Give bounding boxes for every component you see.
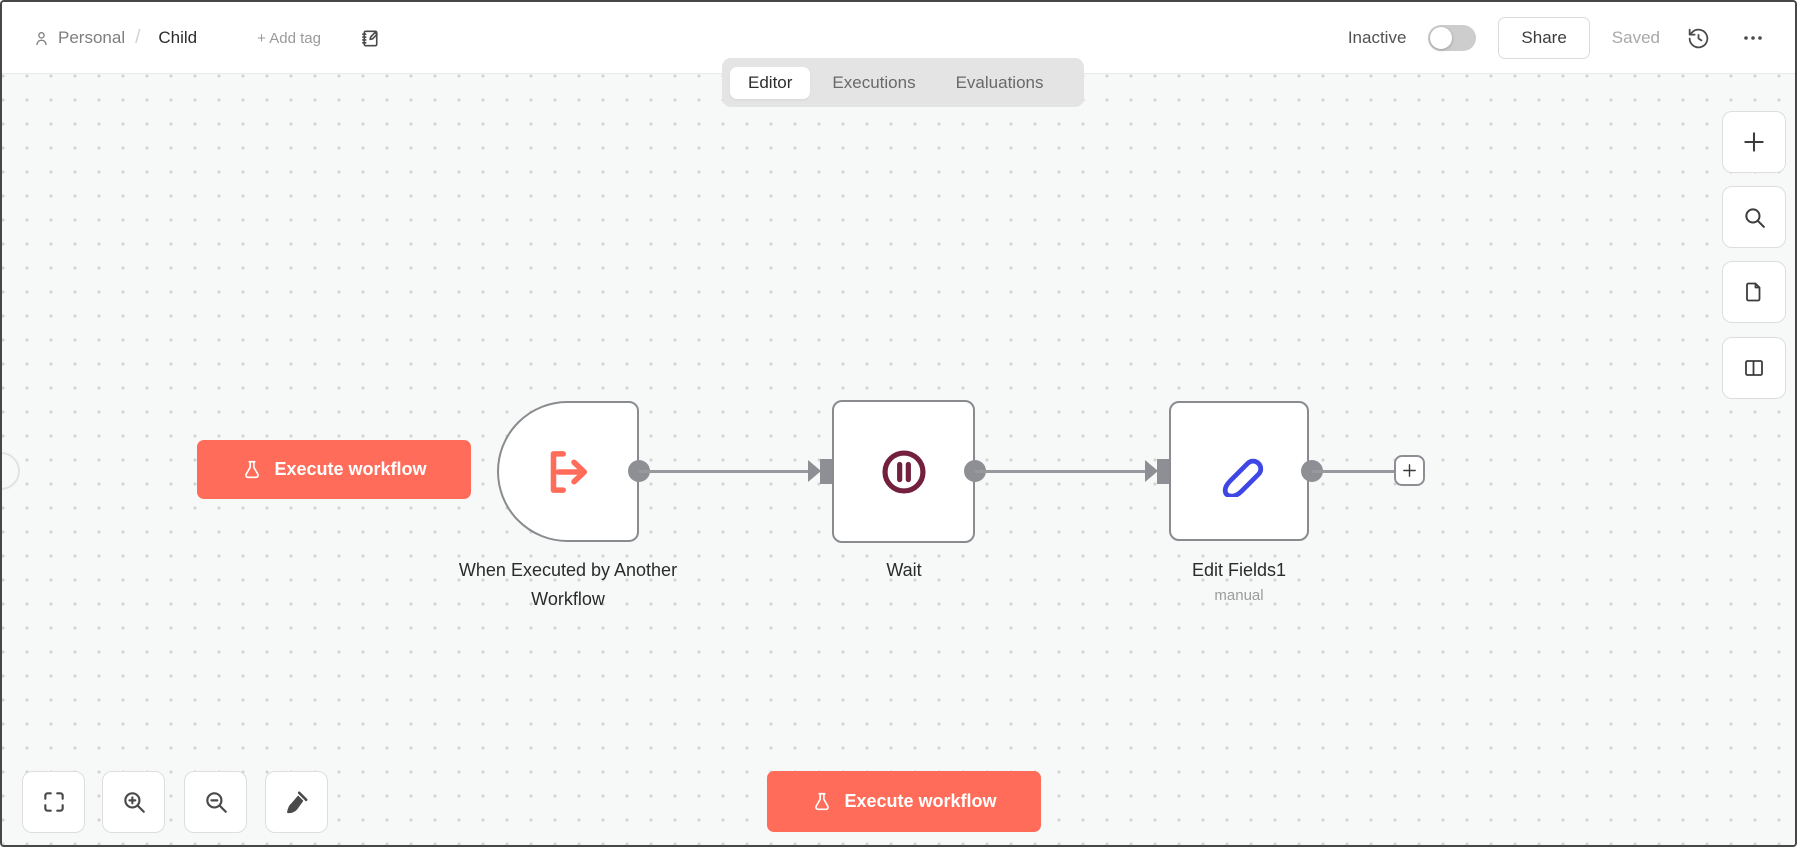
breadcrumb: Personal / Child + Add tag	[32, 2, 382, 74]
workflow-history-button[interactable]	[1682, 22, 1715, 55]
zoom-out-icon	[205, 792, 227, 813]
workflow-title[interactable]: Child	[158, 28, 198, 47]
tab-editor[interactable]: Editor	[730, 66, 811, 99]
node-edit-fields1[interactable]	[1169, 401, 1309, 541]
panel-icon	[1745, 360, 1763, 376]
plus-icon	[1403, 464, 1416, 477]
pen-icon	[1222, 458, 1264, 497]
tab-evaluations[interactable]: Evaluations	[955, 72, 1044, 92]
activation-status-label: Inactive	[1347, 28, 1407, 47]
fit-view-button[interactable]	[22, 771, 85, 833]
execute-workflow-label: Execute workflow	[274, 459, 427, 479]
zoom-out-button[interactable]	[184, 771, 247, 833]
workflow-canvas[interactable]: Execute workflow When Executed by Anothe…	[2, 74, 1795, 845]
node-label-wait: Wait	[886, 560, 922, 580]
plus-icon	[1744, 132, 1764, 152]
zoom-in-icon	[123, 792, 145, 813]
flask-icon	[815, 792, 830, 810]
workflow-trigger-icon	[550, 450, 588, 493]
add-tag-button[interactable]: + Add tag	[257, 29, 321, 47]
execute-workflow-label: Execute workflow	[844, 791, 997, 811]
node-label-trigger: When Executed by Another Workflow	[458, 560, 678, 609]
tidy-up-icon	[286, 791, 308, 814]
more-icon	[1744, 36, 1762, 40]
input-arrow-edit	[1145, 460, 1158, 482]
connection-trigger-to-wait[interactable]	[639, 469, 808, 473]
flask-icon	[245, 460, 260, 478]
pause-circle-icon	[881, 449, 926, 494]
zoom-in-button[interactable]	[102, 771, 165, 833]
node-when-executed-by-another-workflow[interactable]	[497, 401, 639, 542]
execute-workflow-button[interactable]: Execute workflow	[197, 440, 471, 499]
execute-workflow-button-bottom[interactable]: Execute workflow	[767, 771, 1041, 832]
add-connected-node-button[interactable]	[1394, 455, 1425, 486]
page-icon	[1746, 282, 1761, 302]
workflow-note-button[interactable]	[359, 27, 382, 50]
add-sticky-note-button[interactable]	[1722, 261, 1786, 323]
connection-edit-to-add	[1312, 470, 1394, 473]
search-icon	[1744, 207, 1765, 228]
node-subtitle-edit-fields1: manual	[1214, 587, 1264, 604]
history-icon	[1688, 28, 1709, 48]
view-tabs: Editor Executions Evaluations	[722, 58, 1084, 107]
more-options-button[interactable]	[1737, 22, 1769, 54]
project-label: Personal	[58, 28, 126, 47]
user-icon	[36, 31, 47, 45]
input-port-edit[interactable]	[1157, 458, 1169, 484]
toggle-panel-button[interactable]	[1722, 337, 1786, 399]
input-port-wait[interactable]	[820, 458, 832, 484]
fit-view-icon	[43, 792, 64, 812]
share-button[interactable]: Share	[1498, 17, 1590, 59]
note-edit-icon	[361, 29, 378, 47]
header-actions: Inactive Share Saved	[1348, 2, 1769, 74]
node-label-edit-fields1: Edit Fields1	[1191, 560, 1287, 580]
breadcrumb-separator: /	[135, 27, 141, 48]
node-wait[interactable]	[832, 400, 975, 543]
breadcrumb-project[interactable]: Personal	[32, 28, 125, 48]
input-arrow-wait	[808, 460, 821, 482]
tidy-up-button[interactable]	[265, 771, 328, 833]
connection-wait-to-edit[interactable]	[975, 469, 1145, 473]
search-nodes-button[interactable]	[1722, 186, 1786, 248]
toggle-knob	[1430, 27, 1453, 49]
add-node-button[interactable]	[1722, 111, 1786, 173]
left-panel-handle[interactable]	[2, 452, 20, 490]
activation-toggle[interactable]	[1428, 25, 1477, 51]
tab-executions[interactable]: Executions	[832, 72, 916, 92]
save-status-label: Saved	[1611, 28, 1660, 47]
